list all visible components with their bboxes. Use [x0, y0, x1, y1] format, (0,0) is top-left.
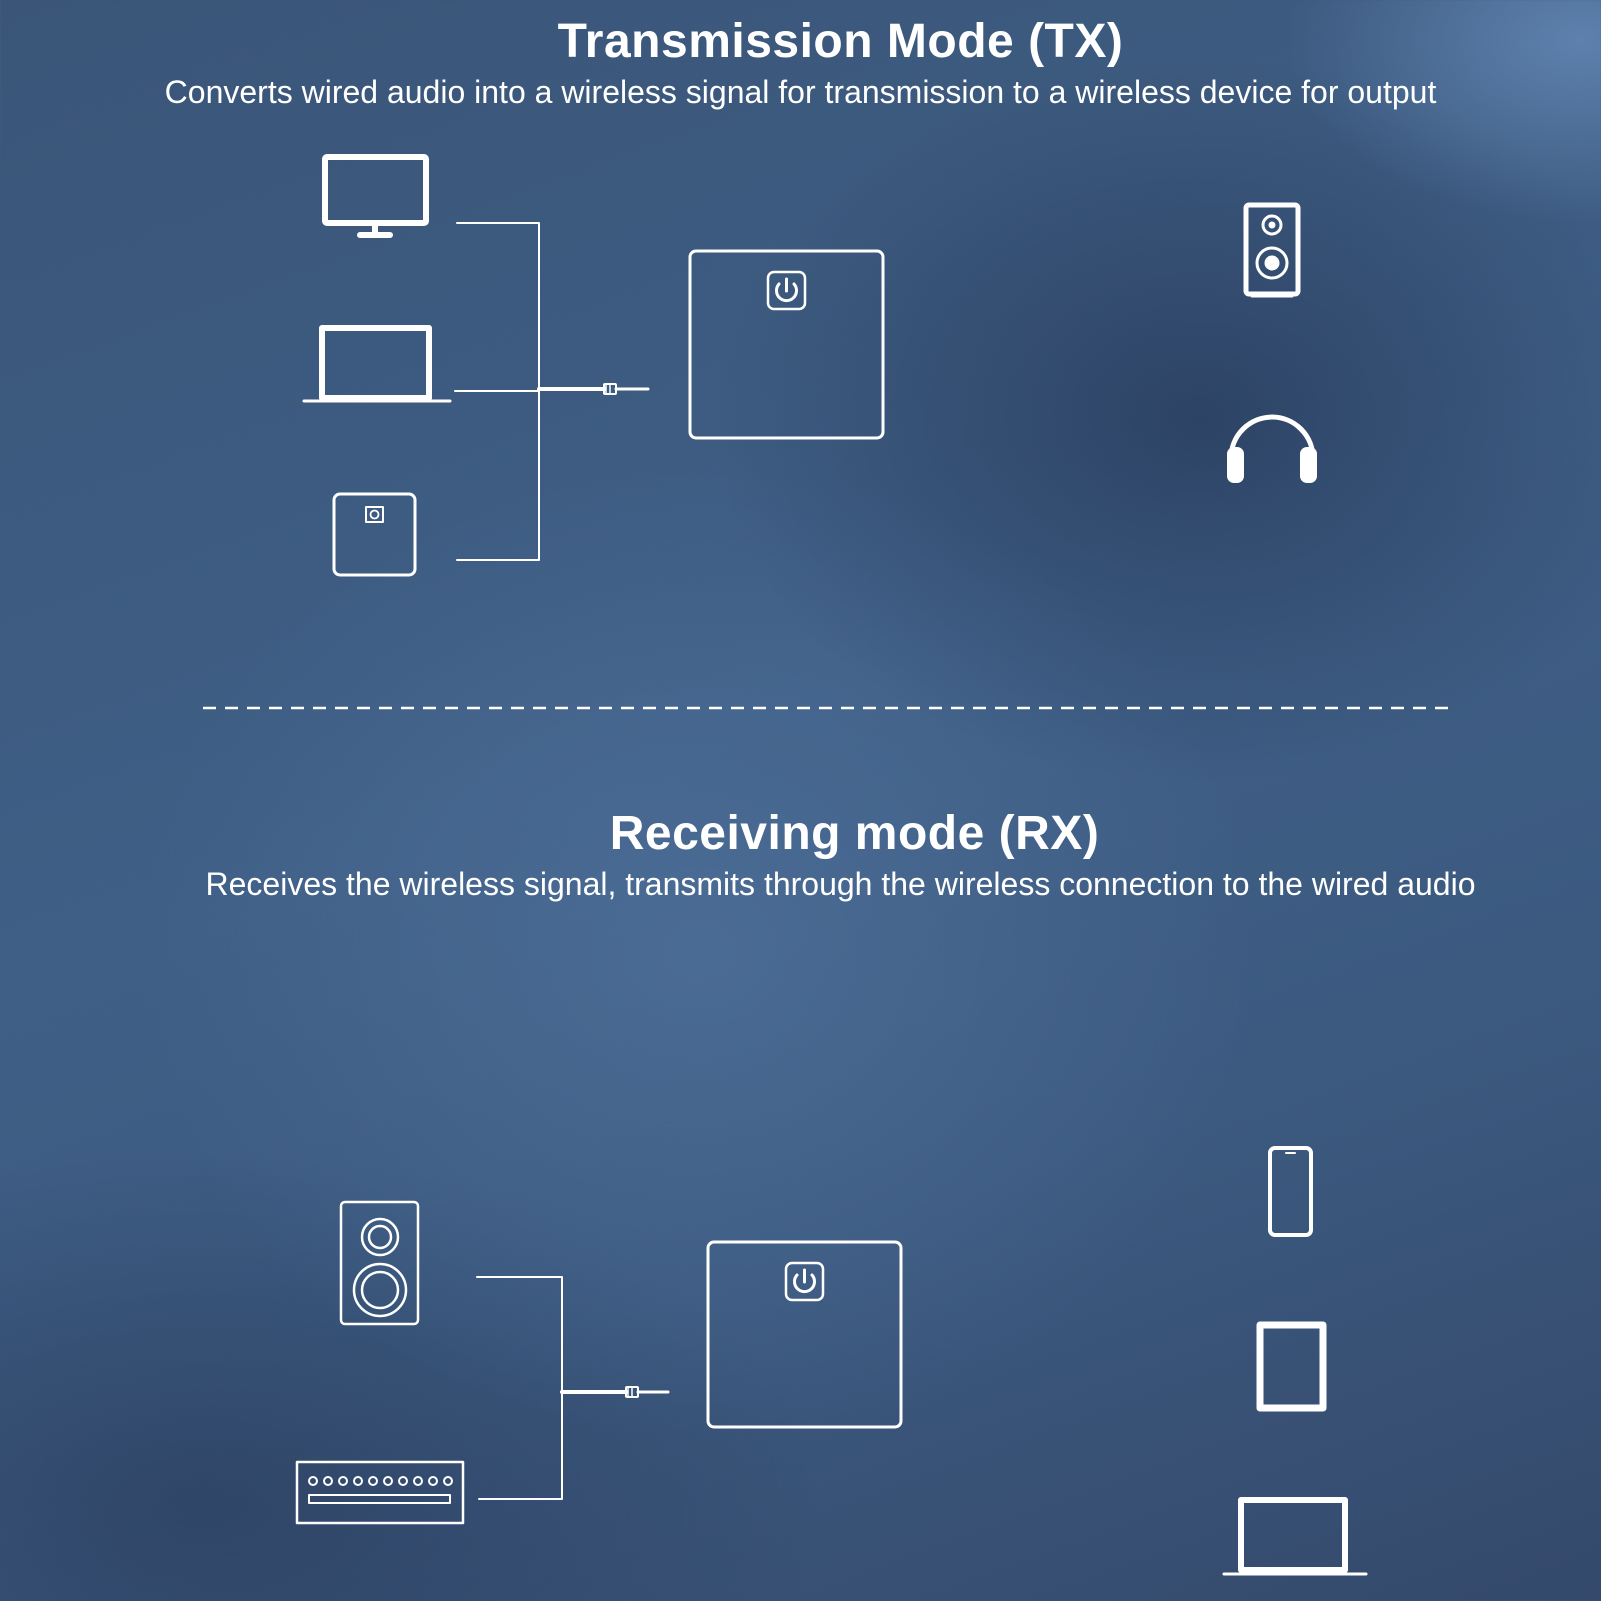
laptop-icon — [1222, 1497, 1368, 1576]
speaker-icon — [339, 1200, 420, 1326]
power-icon — [775, 277, 798, 303]
tv-box-icon — [332, 492, 417, 577]
tx-title: Transmission Mode (TX) — [557, 15, 1124, 68]
rx-aux-plug-icon — [625, 1386, 670, 1398]
tx-subtitle: Converts wired audio into a wireless sig… — [164, 74, 1437, 110]
headphones-icon — [1227, 414, 1317, 483]
speaker-icon — [1243, 202, 1301, 298]
amplifier-icon — [295, 1460, 465, 1525]
rx-title: Receiving mode (RX) — [609, 807, 1100, 860]
rx-adapter-device — [706, 1240, 903, 1429]
phone-icon — [1268, 1146, 1313, 1237]
tx-aux-plug-icon — [603, 383, 650, 395]
tx-connector-lines — [454, 222, 606, 561]
power-icon — [793, 1268, 816, 1294]
rx-connector-lines — [476, 1276, 628, 1500]
rx-subtitle: Receives the wireless signal, transmits … — [205, 866, 1476, 902]
laptop-icon — [302, 325, 452, 403]
tablet-icon — [1256, 1321, 1327, 1412]
monitor-icon — [322, 154, 429, 238]
tx-adapter-device — [688, 249, 885, 440]
